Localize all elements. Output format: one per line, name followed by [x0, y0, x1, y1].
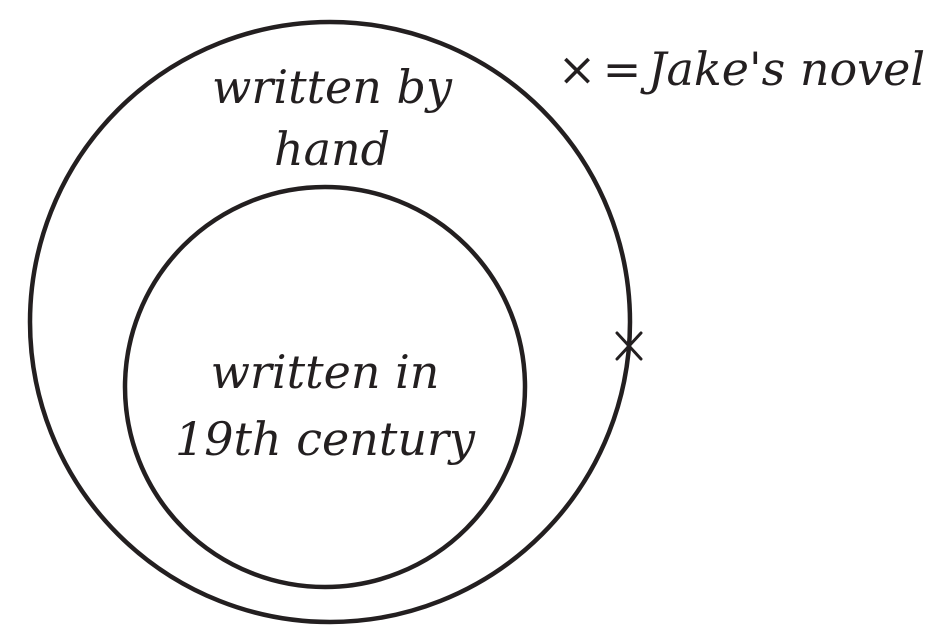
legend-text: Jake's novel: [640, 42, 925, 96]
jakes-novel-marker: [615, 331, 643, 361]
inner-label-line-2: 19th century: [175, 412, 476, 466]
legend-symbol: ×: [558, 42, 597, 96]
outer-label-line-2: hand: [274, 122, 390, 176]
legend: × = Jake's novel: [558, 42, 925, 96]
outer-circle-written-by-hand: [27, 19, 633, 625]
legend-equals: =: [603, 42, 642, 96]
inner-circle-written-in-19th-century: [122, 184, 528, 590]
outer-label-line-1: written by: [212, 60, 453, 114]
inner-label-line-1: written in: [211, 345, 440, 399]
